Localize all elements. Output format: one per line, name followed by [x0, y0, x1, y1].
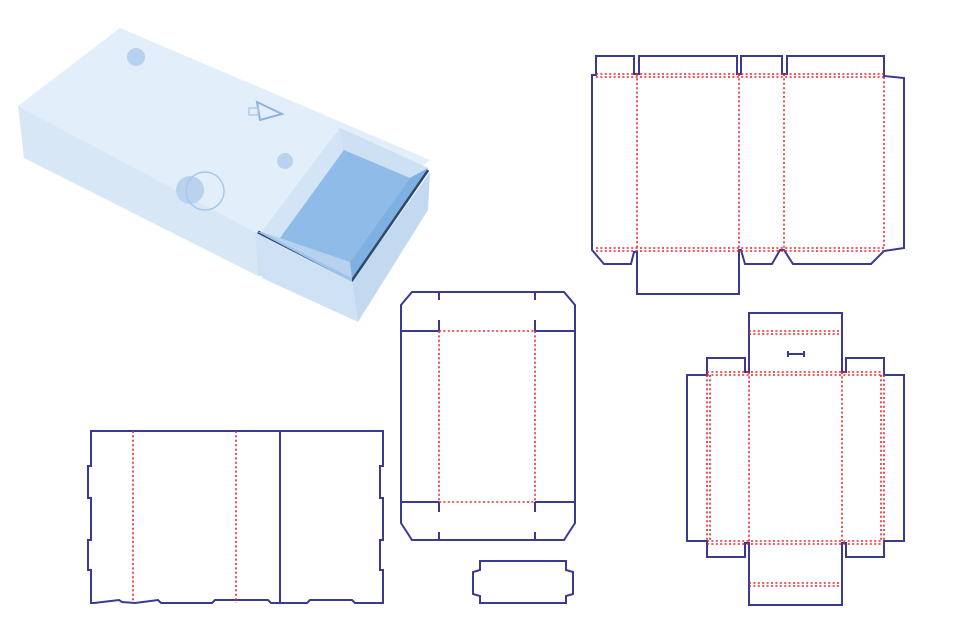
- sleeve-dieline: [591, 55, 905, 295]
- overlapping-circles-decal-icon: [176, 171, 225, 211]
- lid-dieline: [686, 312, 905, 606]
- drawer-front-face: [258, 232, 358, 322]
- wrap-dieline: [87, 430, 384, 605]
- drawer-side-face: [352, 172, 430, 322]
- triangle-decal-icon: [248, 100, 285, 122]
- sleeve-front-face: [18, 106, 258, 276]
- drawer-floor: [280, 150, 410, 262]
- tray-dieline: [400, 291, 576, 541]
- box-render: [18, 28, 430, 322]
- insert-dieline: [472, 560, 574, 604]
- circle-decal-icon: [127, 48, 145, 66]
- circle-decal-icon: [277, 153, 293, 169]
